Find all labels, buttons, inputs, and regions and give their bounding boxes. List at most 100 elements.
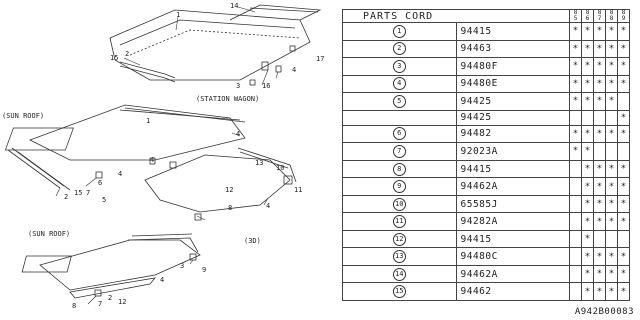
year-mark: * (605, 247, 618, 266)
row-index-circle: 10 (392, 197, 406, 211)
year-mark: * (581, 74, 594, 94)
year-mark (569, 109, 582, 126)
callout-5: 5 (102, 196, 106, 204)
part-code: 94425 (455, 92, 570, 111)
year-mark: * (593, 22, 606, 41)
label-sun-roof-2: (SUN ROOF) (28, 230, 70, 238)
row-index-circle: 8 (392, 162, 406, 176)
row-index: 5 (342, 92, 457, 111)
callout-2b: 2 (64, 193, 68, 201)
year-mark: * (605, 264, 618, 284)
callout-12: 12 (225, 186, 233, 194)
year-mark: * (605, 159, 618, 179)
year-mark: * (605, 57, 618, 76)
row-index: 13 (342, 247, 457, 266)
callout-12b: 12 (118, 298, 126, 306)
row-index-circle: 14 (392, 267, 406, 281)
year-mark: * (617, 212, 630, 231)
callout-7: 7 (86, 189, 90, 197)
year-mark (569, 247, 582, 266)
row-index-circle: 13 (392, 250, 406, 264)
row-index: 15 (342, 282, 457, 301)
roof-trim-exploded-diagram: 1 14 2 15 3 16 17 4 4 1 4 4 13 10 11 12 … (2, 2, 324, 310)
row-index: 1 (342, 22, 457, 41)
year-mark: * (581, 194, 594, 214)
row-index-circle: 7 (392, 144, 406, 158)
callout-4f: 4 (160, 276, 164, 284)
year-mark: * (593, 92, 606, 111)
part-code: 94462A (455, 177, 570, 196)
year-mark (569, 212, 582, 231)
year-mark: * (593, 159, 606, 179)
year-mark: * (569, 142, 582, 161)
callout-7b: 7 (98, 300, 102, 308)
row-index: 6 (342, 124, 457, 144)
callout-2c: 2 (108, 294, 112, 302)
year-mark: * (581, 92, 594, 111)
part-code: 94480F (455, 57, 570, 76)
part-code: 94282A (455, 212, 570, 231)
row-index-circle: 6 (392, 127, 406, 141)
year-mark: * (605, 124, 618, 144)
year-mark: * (593, 282, 606, 301)
callout-4c: 4 (150, 156, 154, 164)
year-mark: * (581, 124, 594, 144)
year-mark: * (617, 74, 630, 94)
year-mark: * (617, 282, 630, 301)
year-mark (605, 229, 618, 249)
part-code: 94415 (455, 159, 570, 179)
year-mark: * (569, 57, 582, 76)
part-code: 65585J (455, 194, 570, 214)
callout-9: 9 (202, 266, 206, 274)
year-mark (569, 159, 582, 179)
year-mark: * (605, 74, 618, 94)
row-index: 11 (342, 212, 457, 231)
year-mark: * (593, 124, 606, 144)
year-mark: * (593, 247, 606, 266)
part-code: 94482 (455, 124, 570, 144)
year-mark (617, 229, 630, 249)
year-mark: * (617, 124, 630, 144)
callout-3b: 3 (180, 262, 184, 270)
row-index: 4 (342, 74, 457, 94)
year-mark (569, 282, 582, 301)
label-station-wagon: (STATION WAGON) (196, 95, 259, 103)
sunroof-opening (4, 127, 74, 151)
year-mark: * (581, 229, 594, 249)
year-mark: * (581, 39, 594, 59)
callout-2: 2 (125, 50, 129, 58)
reference-code: A942B00083 (574, 307, 634, 317)
year-mark: * (593, 194, 606, 214)
year-mark (569, 264, 582, 284)
year-mark: * (617, 159, 630, 179)
year-mark: * (605, 194, 618, 214)
year-mark: * (617, 57, 630, 76)
row-index-circle: 2 (392, 42, 406, 56)
year-mark: * (605, 282, 618, 301)
row-index-circle: 5 (392, 94, 406, 108)
part-code: 94462A (455, 264, 570, 284)
year-mark (581, 109, 594, 126)
year-mark (617, 142, 630, 161)
callout-11: 11 (294, 186, 302, 194)
row-index (342, 109, 457, 126)
year-mark: * (593, 57, 606, 76)
headliner-3d (39, 239, 201, 291)
callout-8: 8 (228, 204, 232, 212)
